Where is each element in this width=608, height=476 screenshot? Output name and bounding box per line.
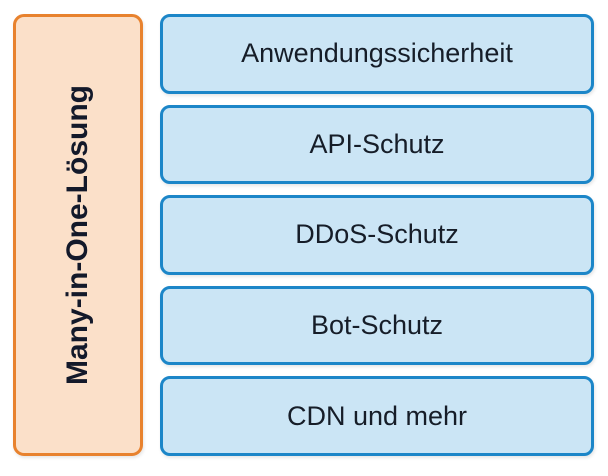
feature-box-label: Bot-Schutz <box>310 310 444 341</box>
feature-box-cdn-und-mehr: CDN und mehr <box>160 376 594 456</box>
feature-box-label: Anwendungssicherheit <box>241 38 513 69</box>
feature-box-anwendungssicherheit: Anwendungssicherheit <box>160 14 594 94</box>
feature-box-bot-schutz: Bot-Schutz <box>160 285 594 366</box>
feature-box-ddos-schutz: DDoS-Schutz <box>160 195 594 275</box>
feature-box-label: CDN und mehr <box>286 400 468 431</box>
title-panel-many-in-one: Many-in-One-Lösung <box>13 14 143 456</box>
title-panel-label: Many-in-One-Lösung <box>61 85 95 385</box>
feature-box-label: API-Schutz <box>309 128 445 159</box>
feature-box-list: Anwendungssicherheit API-Schutz DDoS-Sch… <box>160 14 594 456</box>
feature-box-label: DDoS-Schutz <box>295 219 459 250</box>
feature-box-api-schutz: API-Schutz <box>160 104 594 185</box>
